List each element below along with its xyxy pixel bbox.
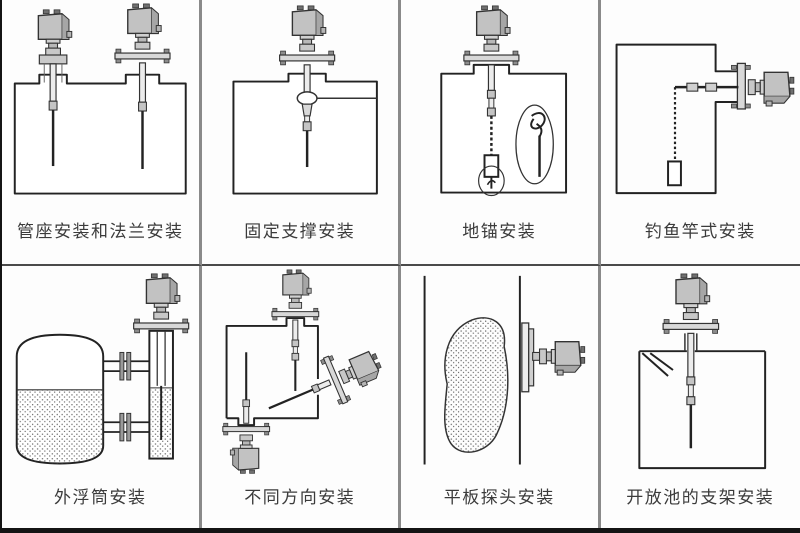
- caption-flat-probe: 平板探头安装: [443, 488, 555, 508]
- open-pool-bracket-installation-icon: [637, 273, 766, 470]
- caption-fishing-rod: 钓鱼竿式安装: [644, 222, 756, 242]
- fixed-support-installation-icon: [231, 5, 378, 195]
- fishing-rod-installation-icon: [615, 43, 795, 195]
- pipe-seat-and-flange-installation-icon: [13, 3, 187, 195]
- diagram-cell-external-cage: 外浮筒安装: [2, 266, 202, 528]
- external-cage-installation-icon: [15, 273, 190, 465]
- caption-external-cage: 外浮筒安装: [54, 488, 147, 508]
- flat-probe-installation-icon: [423, 275, 586, 465]
- caption-pipe-seat-and-flange: 管座安装和法兰安装: [17, 222, 184, 242]
- ground-anchor-installation-icon: [440, 5, 568, 197]
- different-direction-installation-icon: [221, 269, 386, 474]
- diagram-cell-open-pool-bracket: 开放池的支架安装: [600, 266, 800, 528]
- diagram-cell-different-direction: 不同方向安装: [201, 266, 401, 528]
- diagram-cell-fishing-rod: 钓鱼竿式安装: [600, 0, 800, 266]
- caption-open-pool-bracket: 开放池的支架安装: [626, 488, 775, 508]
- caption-different-direction: 不同方向安装: [244, 488, 356, 508]
- caption-ground-anchor: 地锚安装: [462, 222, 537, 242]
- diagram-cell-pipe-seat-and-flange: 管座安装和法兰安装: [2, 0, 202, 266]
- caption-fixed-support: 固定支撑安装: [244, 222, 356, 242]
- diagram-cell-fixed-support: 固定支撑安装: [201, 0, 401, 266]
- diagram-cell-ground-anchor: 地锚安装: [401, 0, 601, 266]
- diagram-cell-flat-probe: 平板探头安装: [401, 266, 601, 528]
